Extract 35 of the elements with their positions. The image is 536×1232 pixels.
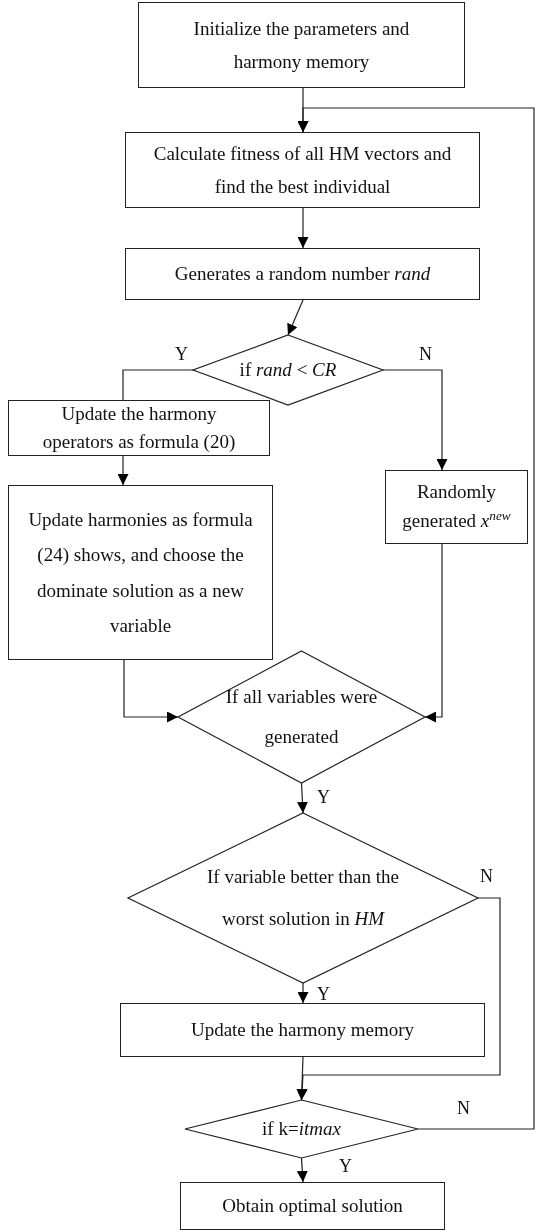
node-label: if k=itmax xyxy=(261,1117,342,1142)
arrow xyxy=(123,659,179,723)
arrow xyxy=(382,369,448,471)
node-label: If variable better than the worst solution in HM xyxy=(206,865,400,931)
arrow xyxy=(297,207,309,249)
decision-diamond xyxy=(128,813,478,983)
arrow xyxy=(287,299,304,336)
decision-diamond xyxy=(185,1100,418,1158)
arrow xyxy=(424,543,443,723)
node-label: Randomly generated x$^{new}$ xyxy=(401,479,512,534)
process-box xyxy=(125,248,480,300)
node-label: Calculate fitness of all HM vectors and find the best individual xyxy=(152,141,453,199)
node-label: Generates a random number rand xyxy=(173,262,432,287)
node-label: Obtain optimal solution xyxy=(221,1194,404,1219)
arrow xyxy=(296,782,308,814)
arrow xyxy=(297,982,309,1004)
decision-diamond xyxy=(193,335,383,405)
arrow xyxy=(296,1157,308,1183)
node-label: Update the harmony operators as formula (20) xyxy=(41,402,237,454)
process-box xyxy=(385,470,528,544)
arrow xyxy=(117,455,129,486)
arrow xyxy=(297,107,535,1130)
node-label: If all variables were generated xyxy=(224,685,379,749)
arrow xyxy=(296,1056,308,1101)
process-box xyxy=(180,1182,445,1230)
node-label: Initialize the parameters and harmony memory xyxy=(192,16,411,74)
process-box xyxy=(138,2,465,88)
process-box xyxy=(8,485,273,660)
process-box xyxy=(125,132,480,208)
node-label: Update the harmony memory xyxy=(189,1018,416,1043)
process-box xyxy=(8,400,270,456)
process-box xyxy=(120,1003,485,1057)
node-label: Update harmonies as formula (24) shows, and choose the dominate solution as a new variable xyxy=(27,508,254,638)
decision-diamond xyxy=(178,651,425,783)
node-label: if rand < CR xyxy=(238,358,338,383)
